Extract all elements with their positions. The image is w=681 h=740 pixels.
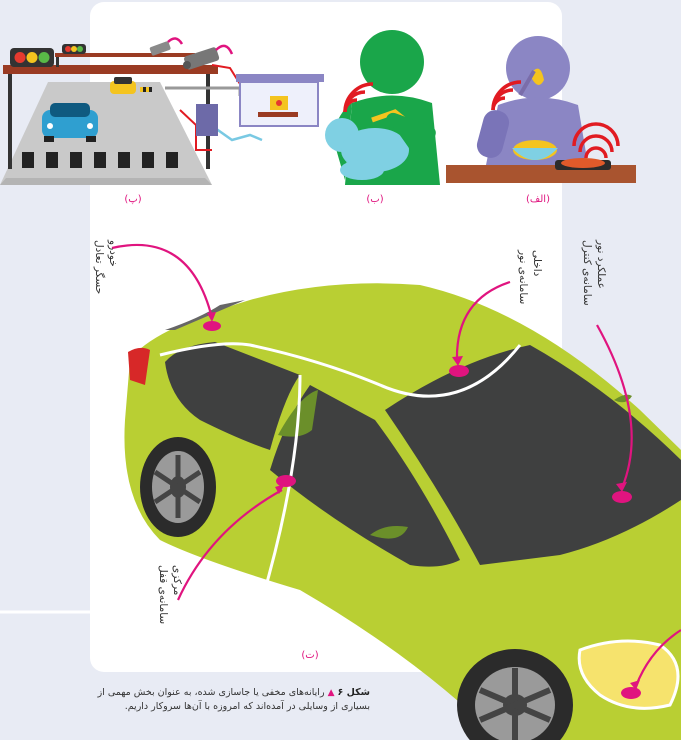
label-headlight-control: سامانه‌ی کنترل عملکرد نور xyxy=(581,239,607,306)
traffic-light-icon xyxy=(10,48,54,67)
wifi-signal-icon xyxy=(572,122,620,159)
figure-caption: شکل ۶ ▲ رایانه‌های مخفی یا جاسازی شده، ب… xyxy=(10,686,370,714)
svg-text:سامانه‌ی قفل: سامانه‌ی قفل xyxy=(157,565,169,624)
person-body xyxy=(486,97,588,165)
sensor-marker xyxy=(276,475,296,487)
svg-text:خودرو: خودرو xyxy=(107,239,119,267)
label-dynamics-sensor: حسگر تعادل خودرو xyxy=(93,239,119,294)
traffic-camera-icon xyxy=(149,37,184,56)
caption-marker-icon: ▲ xyxy=(327,688,335,698)
wifi-signal-icon xyxy=(491,80,522,111)
car-wheel xyxy=(140,437,216,537)
figure-number: شکل ۶ xyxy=(337,687,370,698)
signal-gantry xyxy=(3,65,218,74)
svg-text:سامانه‌ی نور: سامانه‌ی نور xyxy=(517,249,529,304)
car-rear-window xyxy=(385,345,681,565)
sensor-marker xyxy=(612,491,632,503)
plate-icon xyxy=(555,158,611,170)
wifi-signal-icon xyxy=(343,82,374,113)
svg-text:عملکرد نور: عملکرد نور xyxy=(595,239,607,289)
traffic-light-icon xyxy=(62,44,86,54)
person-eating xyxy=(446,36,636,183)
car-illustration xyxy=(124,283,681,740)
person-with-baby xyxy=(325,30,440,185)
sensor-marker xyxy=(203,321,221,331)
person-head xyxy=(360,30,424,94)
label-interior-light: سامانه‌ی نور داخلی xyxy=(517,249,543,304)
sensor-marker xyxy=(621,687,641,699)
traffic-camera-icon xyxy=(183,44,234,70)
car-icon xyxy=(110,77,136,94)
caption-line-1: رایانه‌های مخفی یا جاسازی شده، به عنوان … xyxy=(97,687,325,698)
control-booth-icon xyxy=(236,74,324,127)
car-side-window xyxy=(270,385,460,567)
svg-text:مرکزی: مرکزی xyxy=(171,565,183,595)
panel-label-be: (ب) xyxy=(366,194,383,205)
svg-text:سامانه‌ی کنترل: سامانه‌ی کنترل xyxy=(581,240,593,306)
car-wheel xyxy=(457,649,573,740)
panel-label-pe: (پ) xyxy=(124,194,141,205)
door-handle xyxy=(370,526,408,539)
svg-text:داخلی: داخلی xyxy=(531,250,543,277)
panel-label-te: (ت) xyxy=(301,650,318,661)
traffic-scene xyxy=(0,37,324,185)
person-head xyxy=(506,36,570,100)
callout-arrows xyxy=(111,243,681,687)
svg-text:حسگر تعادل: حسگر تعادل xyxy=(93,240,106,294)
control-box xyxy=(196,104,218,136)
label-central-lock: سامانه‌ی قفل مرکزی xyxy=(157,565,183,624)
car-headlight xyxy=(577,639,680,710)
sensor-marker xyxy=(449,365,469,377)
car-taillight xyxy=(128,347,150,385)
car-front-window xyxy=(165,342,300,450)
car-icon xyxy=(42,103,98,142)
baby-icon xyxy=(325,118,409,180)
caption-line-2: بسیاری از وسایلی در آمده‌اند که امروزه ب… xyxy=(124,701,370,712)
crosswalk xyxy=(22,152,178,168)
panel-label-alef: (الف) xyxy=(526,194,550,205)
